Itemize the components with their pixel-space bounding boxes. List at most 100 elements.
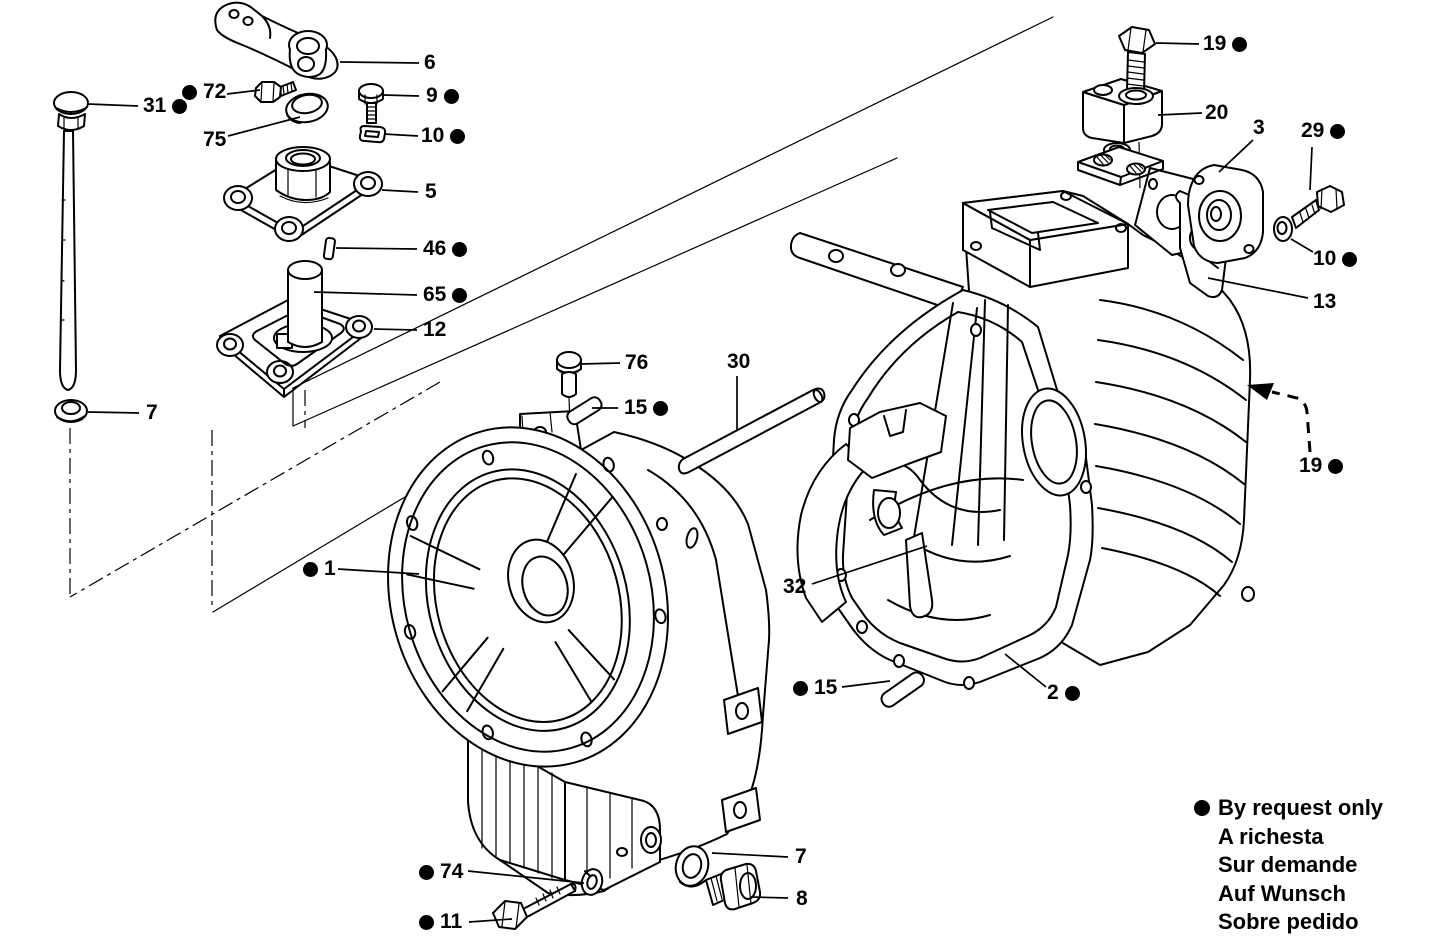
part-15a-pin: [566, 396, 603, 426]
callout-number: 72: [203, 80, 227, 103]
callout-1: 1: [303, 557, 336, 581]
part-72-bolt: [254, 81, 297, 103]
part-9-bolt: [358, 83, 384, 124]
callout-number: 32: [783, 575, 807, 598]
callout-13: 13: [1313, 290, 1336, 314]
part-15b-pin: [880, 671, 925, 708]
callout-30: 30: [727, 350, 750, 374]
callout-20: 20: [1205, 101, 1228, 125]
part-20-block: [1077, 78, 1164, 186]
by-request-dot-icon: [653, 400, 669, 416]
legend-row-german: Auf Wunsch: [1194, 880, 1383, 909]
callout-15a: 15: [624, 396, 669, 420]
by-request-dot-icon: [443, 88, 459, 104]
callout-number: 75: [203, 128, 227, 151]
callout-number: 7: [795, 845, 807, 868]
callout-3: 3: [1253, 116, 1265, 140]
by-request-dot-icon: [452, 287, 468, 303]
legend-indent-spacer: [1194, 914, 1210, 930]
callout-29: 29: [1301, 119, 1346, 143]
callout-number: 7: [146, 401, 158, 424]
callout-74: 74: [419, 860, 463, 884]
part-7a-washer: [54, 399, 88, 423]
callout-19a: 19: [1203, 32, 1248, 56]
part-19-bolt: [1118, 26, 1156, 105]
callout-number: 15: [624, 396, 648, 419]
legend-row-by-request: By request only: [1194, 794, 1383, 823]
part-10a-washer: [358, 125, 387, 144]
callout-number: 10: [421, 124, 445, 147]
part-3-cover-plate: [1187, 164, 1264, 264]
by-request-dot-icon: [172, 98, 188, 114]
part-11-bolt: [492, 882, 577, 930]
legend-text-en: By request only: [1218, 795, 1384, 821]
by-request-dot-icon: [1330, 123, 1346, 139]
construction-lines: [69, 16, 1141, 613]
by-request-dot-icon: [793, 680, 808, 696]
callout-number: 74: [440, 860, 464, 883]
by-request-dot-icon: [1232, 36, 1248, 52]
arrowhead-icon: [1247, 383, 1274, 400]
by-request-dot-icon: [1342, 251, 1358, 267]
part-31-dipstick: [53, 91, 89, 391]
leader-lines: [87, 42, 1314, 923]
by-request-dot-icon: [303, 561, 318, 577]
part-7b-seal-ring: [674, 845, 710, 888]
legend-indent-spacer: [1194, 857, 1210, 873]
legend-text-de: Auf Wunsch: [1218, 880, 1346, 906]
part-5-plate: [223, 146, 383, 242]
part-65-cylinder: [273, 260, 333, 353]
by-request-dot-icon: [182, 84, 197, 100]
callout-15b: 15: [793, 676, 837, 700]
part-1-bell-housing: [387, 410, 771, 897]
legend-indent-spacer: [1194, 829, 1210, 845]
callout-31: 31: [143, 94, 188, 118]
callout-75: 75: [203, 128, 226, 152]
callout-number: 19: [1299, 454, 1323, 477]
callout-number: 6: [424, 51, 436, 74]
callout-number: 30: [727, 350, 751, 373]
callout-number: 10: [1313, 247, 1337, 270]
legend-row-italian: A richesta: [1194, 823, 1383, 852]
callout-number: 5: [425, 180, 437, 203]
legend-row-spanish: Sobre pedido: [1194, 908, 1383, 937]
callout-10a: 10: [421, 124, 466, 148]
part-74-washer: [580, 868, 604, 896]
callout-11: 11: [419, 910, 462, 934]
callout-2: 2: [1047, 681, 1080, 705]
callout-32: 32: [783, 575, 806, 599]
callout-5: 5: [425, 180, 437, 204]
callout-6: 6: [424, 51, 436, 75]
part-2-transmission-case: [789, 167, 1255, 690]
by-request-dot-icon: [419, 864, 434, 880]
callout-number: 13: [1313, 290, 1337, 313]
by-request-dot-icon: [452, 241, 468, 257]
legend-text-fr: Sur demande: [1218, 852, 1358, 878]
part-46-pin: [322, 236, 336, 261]
callout-number: 46: [423, 237, 447, 260]
callout-72: 72: [182, 80, 226, 104]
by-request-dot-icon: [450, 128, 466, 144]
callout-number: 12: [423, 318, 447, 341]
callout-number: 65: [423, 283, 447, 306]
callout-number: 20: [1205, 101, 1229, 124]
callout-number: 8: [796, 887, 808, 910]
callout-number: 31: [143, 94, 167, 117]
callout-7b: 7: [795, 845, 807, 869]
callout-76: 76: [625, 351, 648, 375]
part-29-bolt: [1291, 185, 1345, 229]
callout-number: 29: [1301, 119, 1325, 142]
arrow-19-dashed: [1247, 383, 1312, 453]
callout-46: 46: [423, 237, 468, 261]
callout-number: 11: [440, 910, 463, 933]
callout-10b: 10: [1313, 247, 1358, 271]
callout-8: 8: [796, 887, 808, 911]
callout-number: 19: [1203, 32, 1227, 55]
part-8-drain-plug: [705, 862, 762, 911]
legend-row-french: Sur demande: [1194, 851, 1383, 880]
callout-number: 1: [324, 557, 336, 580]
part-10b-washer: [1273, 216, 1293, 242]
part-32-shift-fork: [796, 402, 947, 623]
